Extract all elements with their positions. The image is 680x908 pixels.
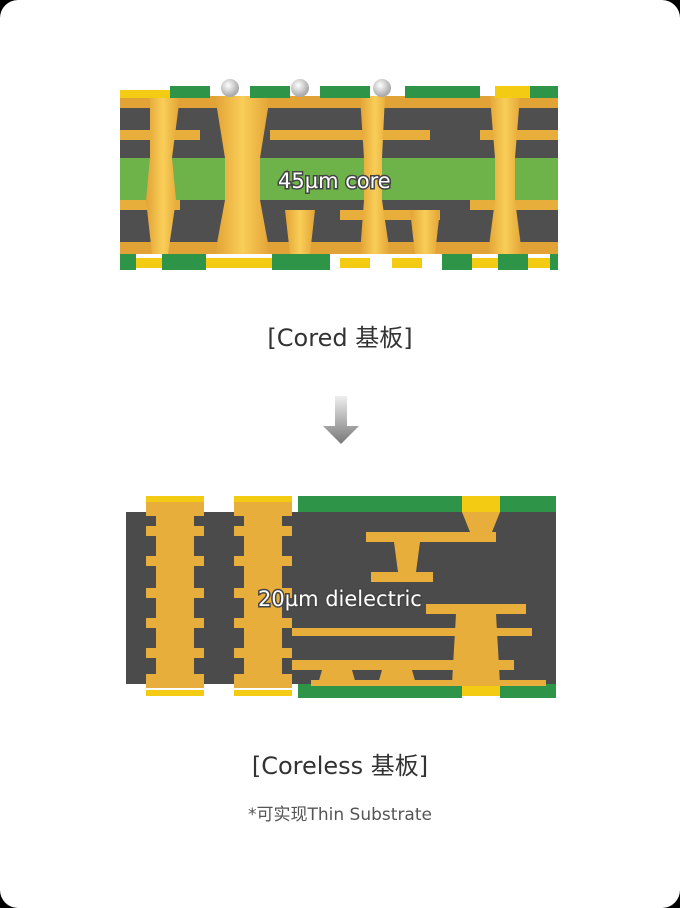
coreless-note: *可实现Thin Substrate xyxy=(248,805,432,825)
coreless-title: [Coreless 基板] xyxy=(251,752,429,780)
cored-substrate-diagram: 45µm core xyxy=(120,79,558,270)
coreless-dielectric-label: 20µm dielectric xyxy=(258,587,422,611)
arrow-down-icon xyxy=(323,396,359,444)
cored-title: [Cored 基板] xyxy=(267,324,413,352)
cored-core-label: 45µm core xyxy=(278,169,391,193)
coreless-substrate-diagram: 20µm dielectric xyxy=(126,496,556,698)
